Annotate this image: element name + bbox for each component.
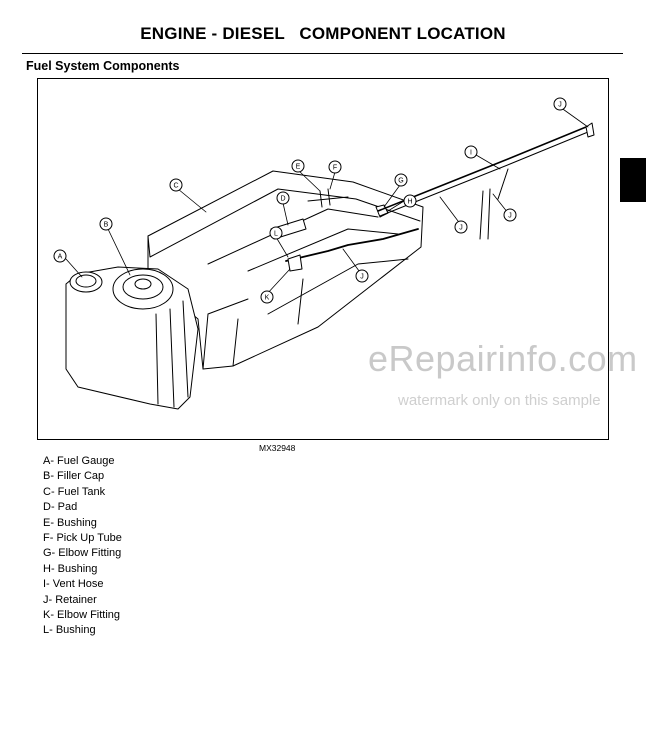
- callout-b: B: [99, 217, 113, 231]
- callout-k: K: [260, 290, 274, 304]
- callout-b-label: B: [104, 222, 109, 229]
- callout-j-mid-right: J: [503, 208, 517, 222]
- legend-item: B- Filler Cap: [43, 470, 105, 483]
- elbow-fitting-lower: [287, 254, 303, 272]
- callout-l: L: [269, 226, 283, 240]
- legend-item: I- Vent Hose: [43, 578, 104, 591]
- page-title: ENGINE - DIESEL COMPONENT LOCATION: [140, 24, 506, 43]
- callout-i-label: I: [470, 150, 472, 157]
- filler-cap-ring: [122, 274, 164, 300]
- legend-item: C- Fuel Tank: [43, 485, 106, 498]
- legend-item: J- Retainer: [43, 593, 97, 606]
- watermark-sub-text: watermark only on this sample: [398, 392, 601, 409]
- title-rule: [22, 53, 623, 54]
- legend-item: A- Fuel Gauge: [43, 455, 115, 467]
- callout-h-label: H: [407, 199, 412, 206]
- callout-d-label: D: [280, 196, 285, 203]
- fuel-tank-lower-edge: [202, 278, 304, 370]
- callout-j-mid-right-label: J: [508, 213, 512, 220]
- callout-h: H: [403, 194, 417, 208]
- callout-c: C: [169, 178, 183, 192]
- callout-g-label: G: [398, 178, 403, 185]
- vent-hose-end: [585, 122, 595, 138]
- legend-item: F- Pick Up Tube: [43, 531, 122, 544]
- legend-item: K- Elbow Fitting: [43, 608, 121, 621]
- callout-j-lower: J: [355, 269, 369, 283]
- callout-j-mid-left-label: J: [459, 225, 463, 232]
- fuel-system-illustration: A B C D E F G H: [37, 78, 609, 440]
- legend-item: E- Bushing: [43, 516, 97, 529]
- callout-l-label: L: [274, 231, 278, 238]
- callout-j-lower-label: J: [360, 274, 364, 281]
- callout-g: G: [394, 173, 408, 187]
- filler-cap-center: [134, 278, 152, 290]
- figure-id: MX32948: [259, 443, 296, 453]
- section-tab-marker: [620, 158, 646, 202]
- callout-d: D: [276, 191, 290, 205]
- fuel-gauge-inner: [75, 274, 97, 288]
- fuel-line: [285, 228, 419, 262]
- callout-a-label: A: [58, 254, 63, 261]
- callout-j-mid-left: J: [454, 220, 468, 234]
- legend-item: H- Bushing: [43, 562, 98, 575]
- watermark-main-text: eRepairinfo.com: [368, 338, 638, 379]
- vent-hose-branch: [479, 168, 509, 240]
- component-legend: A- Fuel Gauge B- Filler Cap C- Fuel Tank…: [43, 454, 122, 639]
- legend-item: D- Pad: [43, 501, 78, 514]
- callout-k-label: K: [265, 295, 270, 302]
- callout-f: F: [328, 160, 342, 174]
- callout-f-label: F: [333, 165, 337, 172]
- callout-j-top: J: [553, 97, 567, 111]
- callout-e: E: [291, 159, 305, 173]
- callout-e-label: E: [296, 164, 301, 171]
- legend-item: L- Bushing: [43, 624, 96, 637]
- filler-housing-front: [155, 300, 189, 408]
- section-heading: Fuel System Components: [26, 59, 180, 73]
- fuel-system-drawing: A B C D E F G H: [53, 97, 595, 410]
- callout-i: I: [464, 145, 478, 159]
- fuel-tank-ridge: [207, 208, 409, 315]
- pick-up-tube-shape: [307, 188, 349, 208]
- callout-c-label: C: [173, 183, 178, 190]
- callout-a: A: [53, 249, 67, 263]
- callout-j-top-label: J: [558, 102, 562, 109]
- legend-item: G- Elbow Fitting: [43, 547, 122, 560]
